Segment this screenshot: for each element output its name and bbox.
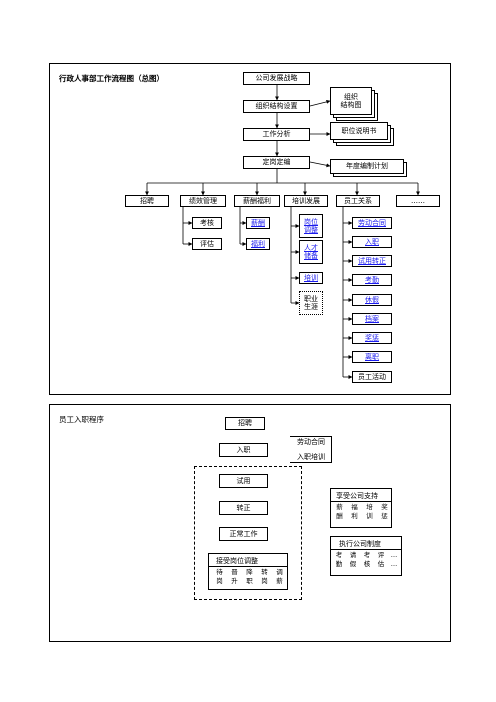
adjust-transfer: 转 岗 xyxy=(261,568,268,585)
relations-activities-node: 员工活动 xyxy=(352,371,392,383)
normal-work-node: 正常工作 xyxy=(219,527,268,541)
entry-training: 入职培训 xyxy=(291,451,331,463)
annual-plan-doc: 年度编制计划 xyxy=(330,159,404,174)
onboard-recruit-node: 招聘 xyxy=(225,417,265,430)
category-relations: 员工关系 xyxy=(336,195,380,207)
adjust-salary: 调 薪 xyxy=(276,568,283,585)
probation-node: 试用 xyxy=(219,474,268,488)
support-training: 培 训 xyxy=(366,503,373,520)
job-adjust-box xyxy=(208,553,288,590)
company-policy-title: 执行公司制度 xyxy=(339,540,381,548)
company-policy-box xyxy=(330,536,402,576)
relations-archive-link[interactable]: 档案 xyxy=(352,313,392,325)
performance-evaluate: 评估 xyxy=(192,238,222,250)
category-training: 培训发展 xyxy=(284,195,328,207)
policy-leave: 请 假 xyxy=(349,551,357,568)
adjust-promote: 晋 升 xyxy=(231,568,238,585)
relations-entry-link[interactable]: 入职 xyxy=(352,236,392,248)
training-job-adjust-link[interactable]: 岗位 调整 xyxy=(299,214,323,238)
onboard-entry-node: 入职 xyxy=(219,443,268,457)
adjust-demote: 降 职 xyxy=(246,568,253,585)
policy-grid: 考 勤 请 假 考 核 评 估 … … xyxy=(332,551,400,569)
policy-divider xyxy=(330,549,402,550)
support-benefits: 福 利 xyxy=(351,503,358,520)
overview-title: 行政人事部工作流程图（总图） xyxy=(59,74,164,83)
regular-node: 转正 xyxy=(219,501,268,515)
category-performance: 绩效管理 xyxy=(180,195,226,207)
job-adjust-grid: 待 岗 晋 升 降 职 转 岗 调 薪 xyxy=(212,568,287,586)
training-career-node: 职业 生涯 xyxy=(299,291,323,315)
performance-assess: 考核 xyxy=(192,217,222,229)
relations-leave-link[interactable]: 休假 xyxy=(352,294,392,306)
relations-attendance-link[interactable]: 考勤 xyxy=(352,274,392,286)
strategy-node: 公司发展战略 xyxy=(243,72,310,85)
policy-assessment: 考 核 xyxy=(363,551,371,568)
support-divider xyxy=(330,501,392,502)
job-adjust-divider xyxy=(208,566,288,567)
relations-resign-link[interactable]: 离职 xyxy=(352,351,392,363)
policy-more: … … xyxy=(390,551,398,568)
entry-labor-contract: 劳动合同 xyxy=(291,436,331,448)
compensation-salary-link[interactable]: 薪酬 xyxy=(246,217,270,229)
adjust-standby: 待 岗 xyxy=(216,568,223,585)
category-recruit: 招聘 xyxy=(125,195,169,207)
company-support-title: 享受公司支持 xyxy=(336,492,378,500)
support-salary: 薪 酬 xyxy=(336,503,343,520)
job-analysis-node: 工作分析 xyxy=(243,128,310,141)
support-reward: 奖 惩 xyxy=(381,503,388,520)
company-support-box xyxy=(330,488,392,528)
category-compensation: 薪酬福利 xyxy=(234,195,280,207)
training-training-link[interactable]: 培训 xyxy=(299,272,323,284)
relations-labor-contract-link[interactable]: 劳动合同 xyxy=(352,217,392,229)
support-grid: 薪 酬 福 利 培 训 奖 惩 xyxy=(332,503,392,521)
relations-reward-link[interactable]: 奖惩 xyxy=(352,332,392,344)
onboarding-title: 员工入职程序 xyxy=(59,415,104,424)
entry-docs-box xyxy=(290,436,332,463)
category-more: …… xyxy=(396,195,440,207)
job-desc-doc: 职位说明书 xyxy=(330,122,388,140)
org-chart-doc: 组织 结构图 xyxy=(330,87,372,115)
training-talent-reserve-link[interactable]: 人才 储备 xyxy=(299,240,323,264)
org-setup-node: 组织结构设置 xyxy=(243,100,310,113)
compensation-benefits-link[interactable]: 福利 xyxy=(246,238,270,250)
policy-evaluation: 评 估 xyxy=(377,551,385,568)
job-adjust-title: 接受岗位调整 xyxy=(216,557,258,565)
policy-attendance: 考 勤 xyxy=(335,551,343,568)
relations-probation-link[interactable]: 试用转正 xyxy=(352,255,392,267)
staffing-node: 定岗定编 xyxy=(243,156,310,169)
